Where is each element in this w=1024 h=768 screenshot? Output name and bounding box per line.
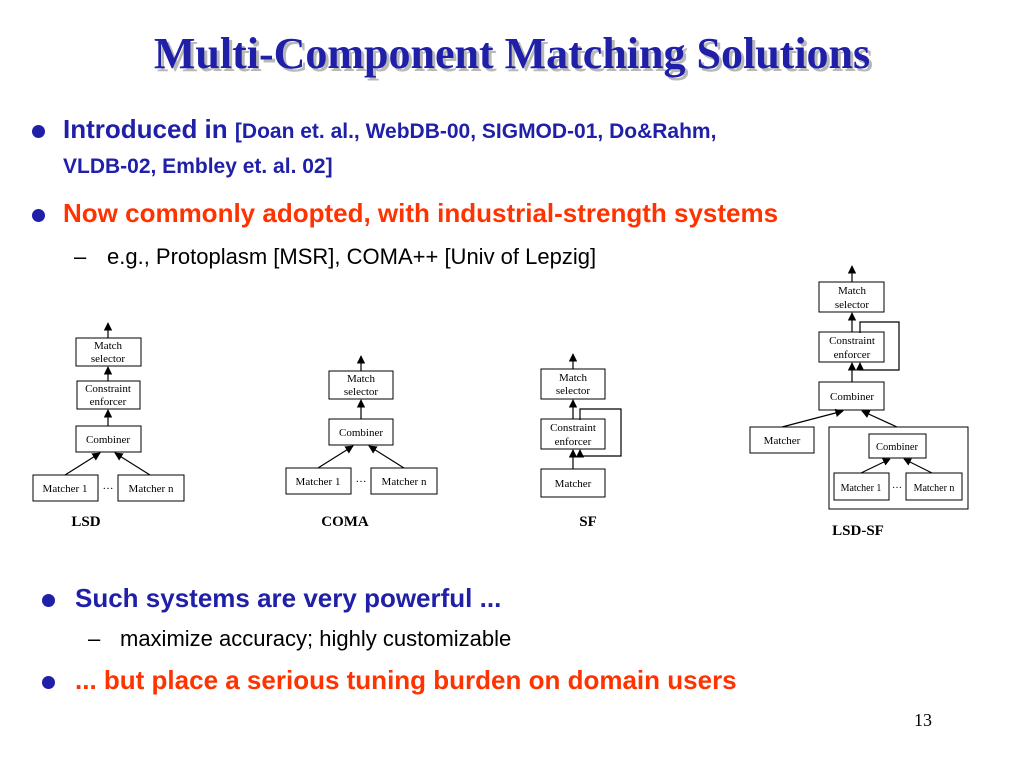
lsdsf-match-selector-box [818, 281, 885, 313]
sub-bullet-examples: e.g., Protoplasm [MSR], COMA++ [Univ of … [107, 244, 597, 269]
coma-combiner-label: Combiner [339, 427, 383, 439]
sf-matcher-label: Matcher [555, 478, 592, 490]
lsdsf-matcher-1-label: Matcher 1 [841, 483, 882, 494]
bullet-introduced: Introduced in [Doan et. al., WebDB-00, S… [63, 112, 716, 149]
lsd-matcher-n-box [117, 474, 185, 502]
sf-diagram: Match selector Constraint enforcer Match… [540, 353, 622, 530]
bullet-introduced-refs-line1: [Doan et. al., WebDB-00, SIGMOD-01, Do&R… [234, 120, 717, 143]
lsd-constraint-enforcer-box [76, 380, 141, 410]
lsdsf-constraint-enforcer-label-1: Constraint [829, 335, 875, 347]
coma-combiner-box [328, 418, 394, 446]
lsd-matcher-n-label: Matcher n [129, 483, 174, 495]
coma-diagram: Match selector Combiner Matcher 1 … Matc… [285, 355, 438, 530]
dash-1: – [74, 244, 87, 269]
lsd-constraint-enforcer-label-1: Constraint [85, 383, 131, 395]
lsd-match-selector-label-1: Match [94, 340, 123, 352]
lsdsf-constraint-enforcer-label-2: enforcer [834, 349, 871, 361]
coma-matcher-1-label: Matcher 1 [296, 476, 341, 488]
lsdsf-combiner-label: Combiner [830, 391, 874, 403]
sub-bullet-accuracy: maximize accuracy; highly customizable [120, 626, 512, 651]
lsd-matcher-1-label: Matcher 1 [43, 483, 88, 495]
lsd-ellipsis: … [103, 480, 114, 492]
bullet-introduced-lead: Introduced in [63, 114, 228, 144]
lsd-caption: LSD [71, 514, 100, 530]
sf-constraint-enforcer-box [540, 418, 606, 450]
sf-match-selector-label-2: selector [556, 385, 591, 397]
lsdsf-matcher-1-box [833, 472, 890, 501]
sf-matcher-box [540, 468, 606, 498]
coma-caption: COMA [321, 514, 369, 530]
lsdsf-ellipsis: … [892, 480, 902, 491]
dash-2: – [88, 626, 101, 651]
lsdsf-match-selector-label-1: Match [838, 285, 867, 297]
bullet-introduced-refs-line2: VLDB-02, Embley et. al. 02] [63, 155, 333, 178]
lsdsf-caption: LSD-SF [832, 523, 884, 539]
sf-caption: SF [579, 514, 597, 530]
lsdsf-matcher-label: Matcher [764, 435, 801, 447]
bullet-dot-4 [42, 676, 55, 689]
coma-match-selector-label-1: Match [347, 373, 376, 385]
bullet-commonly-adopted: Now commonly adopted, with industrial-st… [63, 198, 779, 228]
lsdsf-constraint-enforcer-box [818, 331, 885, 363]
coma-matcher-n-label: Matcher n [382, 476, 427, 488]
coma-match-selector-label-2: selector [344, 386, 379, 398]
lsdsf-matcher-n-label: Matcher n [914, 483, 955, 494]
coma-match-selector-box [328, 370, 394, 400]
coma-matcher-n-box [370, 467, 438, 495]
coma-matcher-1-box [285, 467, 352, 495]
lsdsf-matcher-n-box [905, 472, 963, 501]
coma-ellipsis: … [356, 473, 367, 485]
lsd-combiner-label: Combiner [86, 434, 130, 446]
sf-constraint-enforcer-label-2: enforcer [555, 436, 592, 448]
lsdsf-inner-combiner-box [868, 433, 927, 459]
lsd-match-selector-box [75, 337, 142, 367]
lsd-match-selector-label-2: selector [91, 353, 126, 365]
lsdsf-lsd-container [828, 426, 969, 510]
lsd-matcher-1-box [32, 474, 99, 502]
sf-constraint-enforcer-label-1: Constraint [550, 422, 596, 434]
lsdsf-combiner-box [818, 381, 885, 411]
lsd-constraint-enforcer-label-2: enforcer [90, 396, 127, 408]
lsdsf-inner-combiner-label: Combiner [876, 442, 918, 453]
lsd-combiner-box [75, 425, 142, 453]
sf-match-selector-label-1: Match [559, 372, 588, 384]
sf-match-selector-box [540, 368, 606, 400]
lsdsf-match-selector-label-2: selector [835, 299, 870, 311]
lsd-sf-diagram: Match selector Constraint enforcer Combi… [749, 265, 969, 539]
bullet-powerful: Such systems are very powerful ... [75, 583, 502, 613]
bullet-dot-3 [42, 594, 55, 607]
slide-title: Multi-Component Matching Solutions [153, 29, 871, 78]
page-number: 13 [914, 710, 932, 730]
bullet-tuning-burden: ... but place a serious tuning burden on… [75, 665, 737, 695]
bullet-dot-2 [32, 209, 45, 222]
lsdsf-matcher-box [749, 426, 815, 454]
bullet-dot-1 [32, 125, 45, 138]
lsd-diagram: Match selector Constraint enforcer Combi… [32, 322, 185, 530]
